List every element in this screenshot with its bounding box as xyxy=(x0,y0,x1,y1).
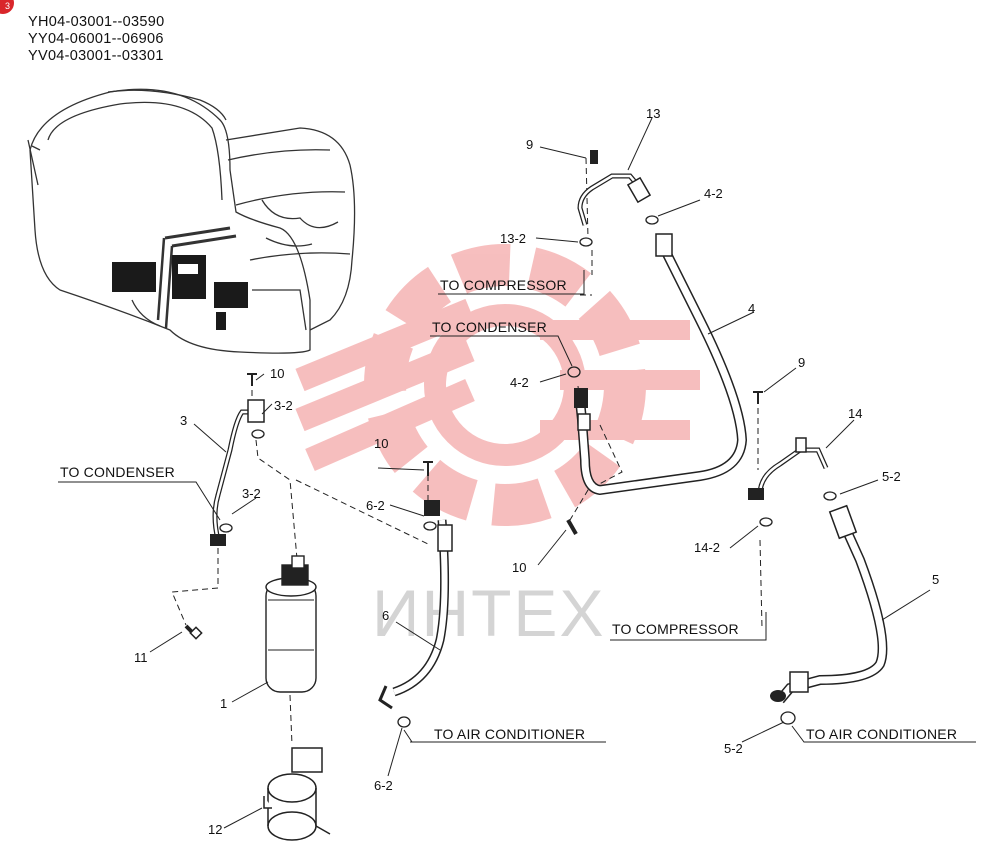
part-label-6: 6 xyxy=(382,608,389,623)
part-label-13-2: 13-2 xyxy=(500,231,526,246)
part-label-3: 3 xyxy=(180,413,187,428)
serial-range: YV04-03001--03301 xyxy=(28,48,164,64)
page-badge: 3 xyxy=(0,0,14,14)
label-to-air-conditioner-mid: TO AIR CONDITIONER xyxy=(434,726,585,742)
label-to-compressor-top: TO COMPRESSOR xyxy=(440,277,567,293)
receiver-drier xyxy=(265,555,317,693)
page-badge-number: 3 xyxy=(4,1,10,11)
serial-number-ranges: YH04-03001--03590 YY04-06001--06906 YV04… xyxy=(28,14,165,65)
label-to-condenser-left: TO CONDENSER xyxy=(60,464,175,480)
part-label-10: 10 xyxy=(270,366,284,381)
callout-underlines xyxy=(58,270,976,743)
part-label-12: 12 xyxy=(208,822,222,837)
part-label-9: 9 xyxy=(526,137,533,152)
leader-lines xyxy=(149,117,931,829)
part-label-4-2: 4-2 xyxy=(704,186,723,201)
part-label-5-2: 5-2 xyxy=(724,741,743,756)
part-label-5-2: 5-2 xyxy=(882,469,901,484)
part-label-14: 14 xyxy=(848,406,862,421)
label-to-condenser-mid: TO CONDENSER xyxy=(432,319,547,335)
serial-range: YH04-03001--03590 xyxy=(28,14,165,30)
bolt-11 xyxy=(184,624,203,640)
part-label-14-2: 14-2 xyxy=(694,540,720,555)
part-label-3-2: 3-2 xyxy=(274,398,293,413)
part-label-4: 4 xyxy=(748,301,755,316)
pipe-3 xyxy=(210,373,265,546)
pipe-13 xyxy=(577,150,659,247)
part-label-3-2: 3-2 xyxy=(242,486,261,501)
part-label-9: 9 xyxy=(798,355,805,370)
hose-5 xyxy=(770,504,888,725)
watermark-logo xyxy=(295,244,700,526)
part-label-1: 1 xyxy=(220,696,227,711)
bracket-12 xyxy=(263,747,331,841)
watermark-text: ИНТЕХ xyxy=(372,576,605,650)
part-label-10: 10 xyxy=(512,560,526,575)
part-label-10: 10 xyxy=(374,436,388,451)
hose-4 xyxy=(566,233,748,535)
part-label-6-2: 6-2 xyxy=(366,498,385,513)
part-label-4-2: 4-2 xyxy=(510,375,529,390)
part-label-11: 11 xyxy=(134,650,148,665)
serial-range: YY04-06001--06906 xyxy=(28,31,164,47)
part-label-13: 13 xyxy=(646,106,660,121)
machine-overview-drawing xyxy=(27,88,356,354)
label-to-air-conditioner-right: TO AIR CONDITIONER xyxy=(806,726,957,742)
label-to-compressor-right: TO COMPRESSOR xyxy=(612,621,739,637)
part-label-5: 5 xyxy=(932,572,939,587)
part-label-6-2: 6-2 xyxy=(374,778,393,793)
pipe-14 xyxy=(748,391,837,527)
hose-6 xyxy=(378,461,453,728)
routing-dashed-lines xyxy=(171,157,763,746)
